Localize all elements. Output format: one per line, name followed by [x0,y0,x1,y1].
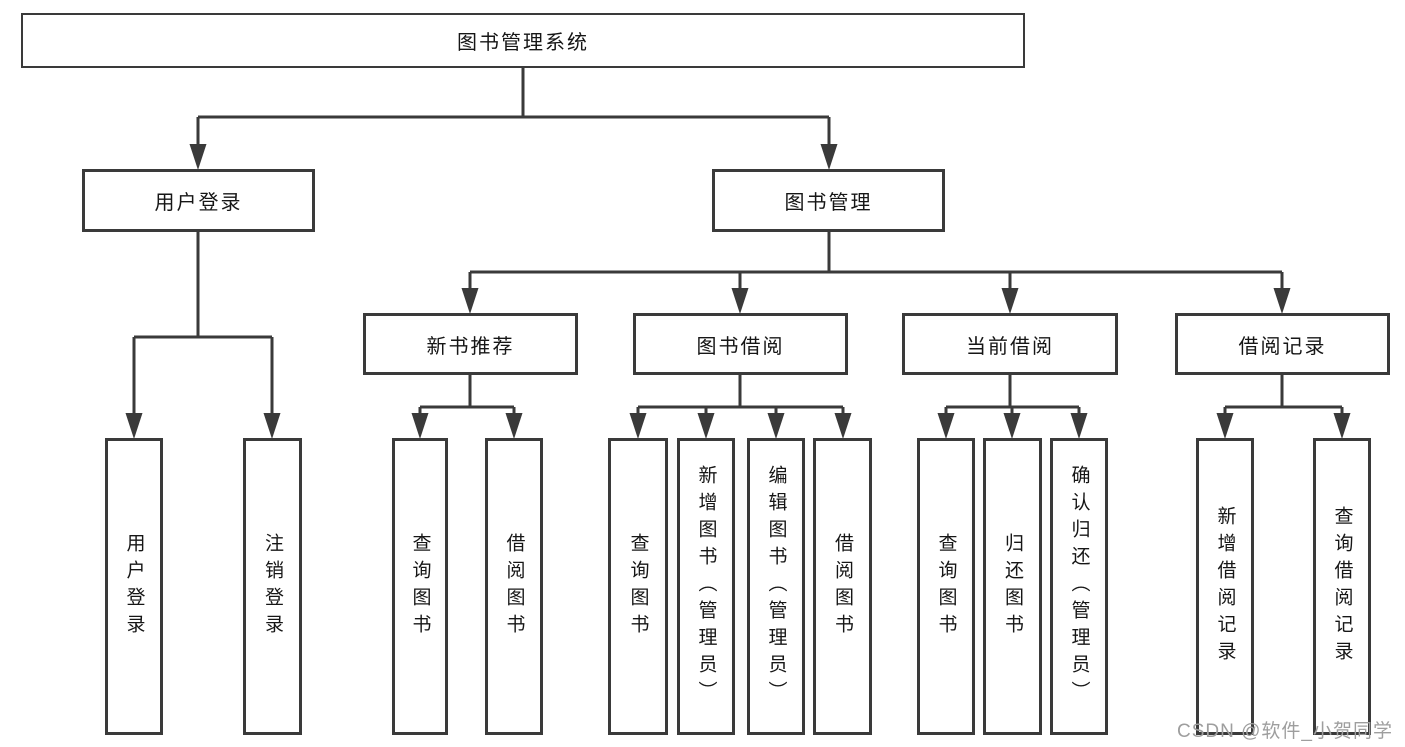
leaf-search-borrow-record: 查询借阅记录 [1313,438,1371,735]
node-new-book-recommendation: 新书推荐 [363,313,578,375]
leaf-label: 查询图书 [409,532,431,641]
node-borrowing-records: 借阅记录 [1175,313,1390,375]
leaf-search-books-current: 查询图书 [917,438,975,735]
leaf-label: 借阅图书 [503,532,525,641]
leaf-label: 查询借阅记录 [1331,505,1353,668]
leaf-label: 查询图书 [627,532,649,641]
node-current-borrowing: 当前借阅 [902,313,1118,375]
node-label: 图书管理系统 [457,32,589,54]
leaf-borrow-books-recommend: 借阅图书 [485,438,543,735]
leaf-add-borrow-record: 新增借阅记录 [1196,438,1254,735]
leaf-label: 查询图书 [935,532,957,641]
node-library-management-system: 图书管理系统 [21,13,1025,68]
leaf-search-books-borrowing: 查询图书 [608,438,668,735]
leaf-label: 归还图书 [1002,532,1023,641]
leaf-label: 新增图书（管理员） [695,465,717,708]
leaf-borrow-books: 借阅图书 [813,438,872,735]
leaf-label: 确认归还（管理员） [1068,465,1090,708]
leaf-edit-books-admin: 编辑图书（管理员） [747,438,805,735]
leaf-label: 新增借阅记录 [1214,505,1236,668]
node-label: 当前借阅 [966,335,1054,358]
leaf-user-login: 用户登录 [105,438,163,735]
leaf-logout: 注销登录 [243,438,302,735]
watermark: CSDN @软件_小贺同学 [1177,721,1393,742]
leaf-label: 注销登录 [262,532,283,641]
node-label: 新书推荐 [426,335,515,358]
leaf-add-books-admin: 新增图书（管理员） [677,438,735,735]
leaf-search-books-recommend: 查询图书 [392,438,448,735]
node-book-management: 图书管理 [712,169,945,232]
node-label: 图书管理 [784,192,873,214]
leaf-return-books: 归还图书 [983,438,1042,735]
node-label: 借阅记录 [1238,335,1327,358]
node-label: 用户登录 [154,192,243,214]
leaf-label: 用户登录 [123,532,145,641]
leaf-label: 编辑图书（管理员） [765,465,787,708]
node-label: 图书借阅 [696,335,785,358]
leaf-confirm-return-admin: 确认归还（管理员） [1050,438,1108,735]
node-user-login: 用户登录 [82,169,315,232]
node-book-borrowing: 图书借阅 [633,313,848,375]
leaf-label: 借阅图书 [832,532,853,641]
